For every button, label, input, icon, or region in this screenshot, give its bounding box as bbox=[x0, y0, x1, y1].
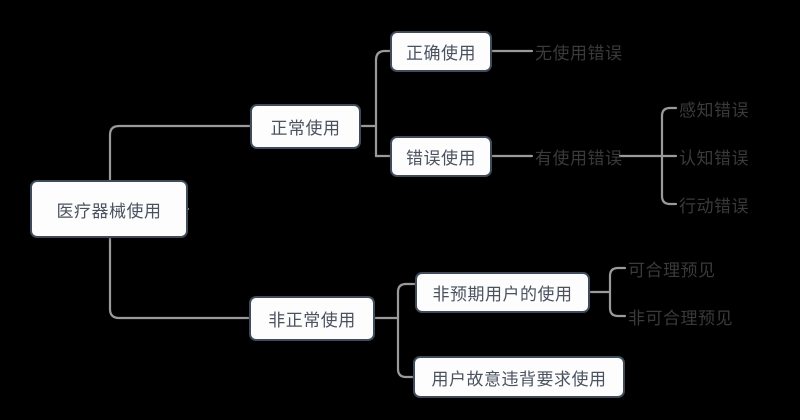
connector-to-foreseeable bbox=[608, 266, 627, 278]
node-unexpected-user-use-label: 非预期用户的使用 bbox=[432, 285, 573, 305]
node-wrong-use[interactable]: 错误使用 bbox=[390, 136, 492, 177]
connector-abnormal-to-violation bbox=[396, 367, 415, 379]
node-intentional-violation-use[interactable]: 用户故意违背要求使用 bbox=[413, 356, 625, 398]
node-correct-use[interactable]: 正确使用 bbox=[390, 31, 492, 72]
connector-root-to-abnormal bbox=[108, 307, 251, 320]
node-root-label: 医疗器械使用 bbox=[56, 201, 162, 222]
node-intentional-violation-use-label: 用户故意违背要求使用 bbox=[431, 369, 607, 390]
node-unexpected-user-use[interactable]: 非预期用户的使用 bbox=[415, 272, 590, 313]
node-wrong-use-label: 错误使用 bbox=[406, 149, 476, 169]
leaf-cognition-error[interactable]: 认知错误 bbox=[679, 144, 779, 169]
leaf-has-use-error[interactable]: 有使用错误 bbox=[535, 144, 645, 169]
leaf-has-use-error-label: 有使用错误 bbox=[535, 148, 623, 169]
connector-to-action bbox=[660, 194, 678, 206]
node-normal-use[interactable]: 正常使用 bbox=[250, 104, 361, 149]
leaf-action-error-label: 行动错误 bbox=[679, 196, 749, 217]
leaf-not-reasonably-foreseeable-label: 非可合理预见 bbox=[628, 308, 733, 329]
connector-to-not-foreseeable bbox=[608, 306, 627, 318]
leaf-reasonably-foreseeable[interactable]: 可合理预见 bbox=[628, 256, 748, 281]
leaf-cognition-error-label: 认知错误 bbox=[679, 148, 749, 169]
connector-to-perception bbox=[660, 106, 678, 118]
node-normal-use-label: 正常使用 bbox=[270, 119, 341, 139]
connector-normal-to-correct bbox=[374, 49, 392, 62]
connector-abnormal-to-unexpected bbox=[396, 282, 417, 294]
leaf-no-use-error[interactable]: 无使用错误 bbox=[535, 39, 645, 64]
leaf-perception-error-label: 感知错误 bbox=[679, 100, 749, 121]
connector-root-to-normal bbox=[108, 124, 252, 137]
leaf-reasonably-foreseeable-label: 可合理预见 bbox=[628, 260, 716, 281]
node-abnormal-use[interactable]: 非正常使用 bbox=[249, 296, 375, 341]
leaf-perception-error[interactable]: 感知错误 bbox=[679, 96, 779, 121]
node-root[interactable]: 医疗器械使用 bbox=[30, 180, 188, 238]
leaf-no-use-error-label: 无使用错误 bbox=[535, 43, 623, 64]
leaf-action-error[interactable]: 行动错误 bbox=[679, 192, 779, 217]
node-correct-use-label: 正确使用 bbox=[406, 44, 476, 64]
node-abnormal-use-label: 非正常使用 bbox=[268, 311, 356, 331]
leaf-not-reasonably-foreseeable[interactable]: 非可合理预见 bbox=[628, 304, 768, 329]
